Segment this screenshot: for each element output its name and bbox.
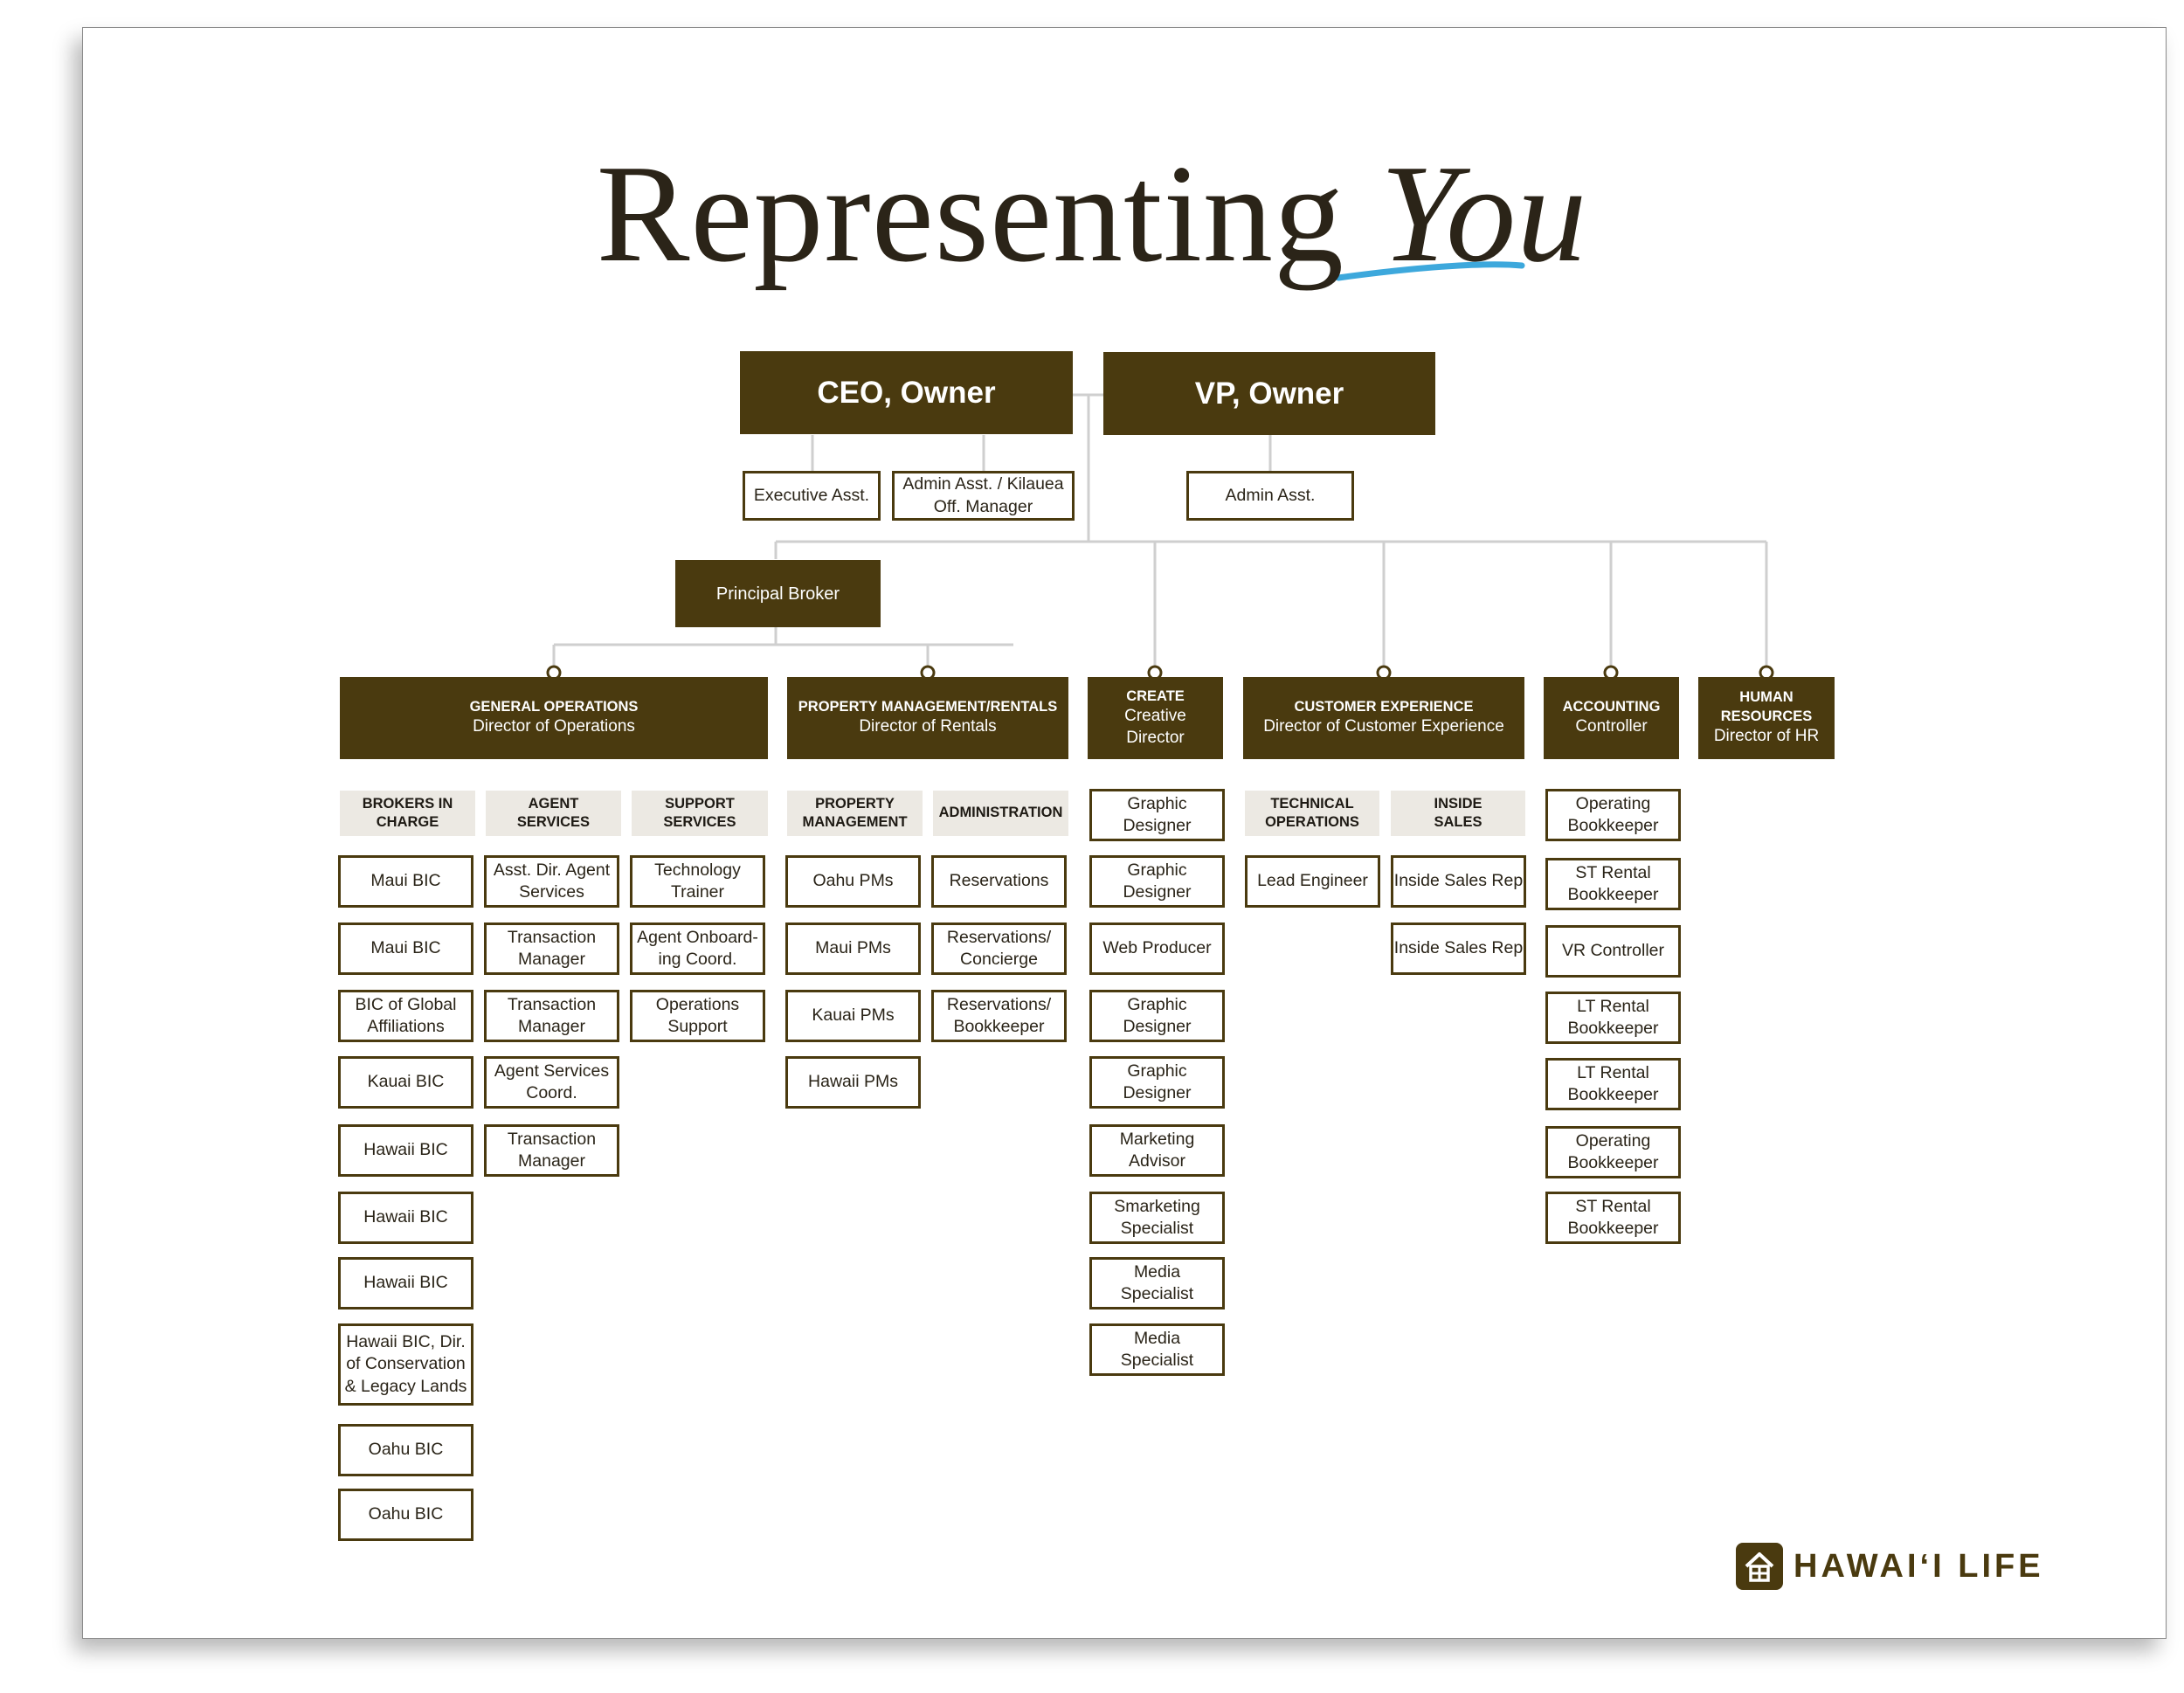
role-support-2: Agent Onboard- ing Coord. bbox=[630, 923, 765, 975]
role-admin-1: Reservations bbox=[931, 855, 1067, 908]
role-agent-1: Asst. Dir. Agent Services bbox=[484, 855, 619, 908]
dept-title: CREATE bbox=[1126, 688, 1185, 704]
role-brokers-9: Oahu BIC bbox=[338, 1424, 473, 1476]
vp-owner-box: VP, Owner bbox=[1103, 352, 1435, 435]
dept-subtitle: Creative Director bbox=[1124, 707, 1186, 747]
role-agent-4: Agent Services Coord. bbox=[484, 1056, 619, 1109]
role-brokers-3: BIC of Global Affiliations bbox=[338, 990, 473, 1042]
role-sales-1: Inside Sales Rep bbox=[1391, 855, 1526, 908]
role-accounting-3: VR Controller bbox=[1545, 925, 1681, 978]
role-brokers-2: Maui BIC bbox=[338, 923, 473, 975]
title-emphasis: You bbox=[1379, 135, 1588, 291]
role-create-1: Graphic Designer bbox=[1089, 789, 1225, 841]
role-brokers-7: Hawaii BIC bbox=[338, 1257, 473, 1309]
role-accounting-4: LT Rental Bookkeeper bbox=[1545, 992, 1681, 1044]
role-pm-2: Maui PMs bbox=[785, 923, 921, 975]
role-brokers-8: Hawaii BIC, Dir. of Conservation & Legac… bbox=[338, 1323, 473, 1406]
dept-subtitle: Controller bbox=[1575, 717, 1648, 736]
role-tech-1: Lead Engineer bbox=[1245, 855, 1380, 908]
role-brokers-1: Maui BIC bbox=[338, 855, 473, 908]
dept-create: CREATE Creative Director bbox=[1088, 677, 1223, 759]
role-pm-4: Hawaii PMs bbox=[785, 1056, 921, 1109]
dept-human-resources: HUMAN RESOURCES Director of HR bbox=[1698, 677, 1835, 759]
role-create-2: Graphic Designer bbox=[1089, 855, 1225, 908]
dept-subtitle: Director of Operations bbox=[473, 717, 635, 736]
dept-title: CUSTOMER EXPERIENCE bbox=[1294, 698, 1474, 715]
dept-subtitle: Director of HR bbox=[1713, 727, 1820, 746]
dept-title: GENERAL OPERATIONS bbox=[469, 698, 639, 715]
role-create-6: Marketing Advisor bbox=[1089, 1124, 1225, 1177]
role-agent-2: Transaction Manager bbox=[484, 923, 619, 975]
admin-kilauea-manager-box: Admin Asst. / Kilauea Off. Manager bbox=[892, 471, 1075, 521]
role-create-3: Web Producer bbox=[1089, 923, 1225, 975]
role-accounting-2: ST Rental Bookkeeper bbox=[1545, 858, 1681, 910]
role-agent-3: Transaction Manager bbox=[484, 990, 619, 1042]
role-accounting-5: LT Rental Bookkeeper bbox=[1545, 1058, 1681, 1110]
vp-admin-assistant-box: Admin Asst. bbox=[1186, 471, 1354, 521]
page-title: Representing You bbox=[0, 133, 2184, 294]
group-header-inside-sales: INSIDE SALES bbox=[1391, 791, 1525, 836]
role-agent-5: Transaction Manager bbox=[484, 1124, 619, 1177]
brand-logo: HAWAI‘I LIFE bbox=[1736, 1543, 2044, 1590]
role-accounting-1: Operating Bookkeeper bbox=[1545, 789, 1681, 841]
dept-property-management: PROPERTY MANAGEMENT/RENTALS Director of … bbox=[787, 677, 1068, 759]
dept-title: HUMAN RESOURCES bbox=[1720, 689, 1813, 724]
role-create-5: Graphic Designer bbox=[1089, 1056, 1225, 1109]
dept-title: ACCOUNTING bbox=[1562, 698, 1661, 715]
role-accounting-7: ST Rental Bookkeeper bbox=[1545, 1192, 1681, 1244]
ceo-owner-box: CEO, Owner bbox=[740, 351, 1073, 434]
role-create-8: Media Specialist bbox=[1089, 1257, 1225, 1309]
role-support-1: Technology Trainer bbox=[630, 855, 765, 908]
brand-name: HAWAI‘I LIFE bbox=[1794, 1547, 2044, 1585]
role-brokers-10: Oahu BIC bbox=[338, 1489, 473, 1541]
group-header-agent-services: AGENT SERVICES bbox=[486, 791, 621, 836]
title-main: Representing bbox=[596, 135, 1344, 291]
group-header-brokers-in-charge: BROKERS IN CHARGE bbox=[340, 791, 475, 836]
role-brokers-5: Hawaii BIC bbox=[338, 1124, 473, 1177]
executive-assistant-box: Executive Asst. bbox=[743, 471, 881, 521]
role-create-4: Graphic Designer bbox=[1089, 990, 1225, 1042]
role-admin-2: Reservations/ Concierge bbox=[931, 923, 1067, 975]
group-header-technical-operations: TECHNICAL OPERATIONS bbox=[1245, 791, 1379, 836]
principal-broker-box: Principal Broker bbox=[675, 560, 881, 627]
role-support-3: Operations Support bbox=[630, 990, 765, 1042]
dept-customer-experience: CUSTOMER EXPERIENCE Director of Customer… bbox=[1243, 677, 1524, 759]
title-underline-swash bbox=[1335, 261, 1525, 281]
role-accounting-6: Operating Bookkeeper bbox=[1545, 1126, 1681, 1178]
role-admin-3: Reservations/ Bookkeeper bbox=[931, 990, 1067, 1042]
dept-title: PROPERTY MANAGEMENT/RENTALS bbox=[798, 698, 1058, 715]
dept-subtitle: Director of Rentals bbox=[859, 717, 997, 736]
role-sales-2: Inside Sales Rep bbox=[1391, 923, 1526, 975]
group-header-property-management: PROPERTY MANAGEMENT bbox=[787, 791, 923, 836]
role-brokers-6: Hawaii BIC bbox=[338, 1192, 473, 1244]
dept-subtitle: Director of Customer Experience bbox=[1263, 717, 1504, 736]
group-header-administration: ADMINISTRATION bbox=[933, 791, 1068, 836]
role-pm-1: Oahu PMs bbox=[785, 855, 921, 908]
dept-accounting: ACCOUNTING Controller bbox=[1544, 677, 1679, 759]
role-brokers-4: Kauai BIC bbox=[338, 1056, 473, 1109]
role-create-7: Smarketing Specialist bbox=[1089, 1192, 1225, 1244]
house-icon bbox=[1736, 1543, 1783, 1590]
role-create-9: Media Specialist bbox=[1089, 1323, 1225, 1376]
role-pm-3: Kauai PMs bbox=[785, 990, 921, 1042]
dept-general-operations: GENERAL OPERATIONS Director of Operation… bbox=[340, 677, 768, 759]
group-header-support-services: SUPPORT SERVICES bbox=[632, 791, 768, 836]
